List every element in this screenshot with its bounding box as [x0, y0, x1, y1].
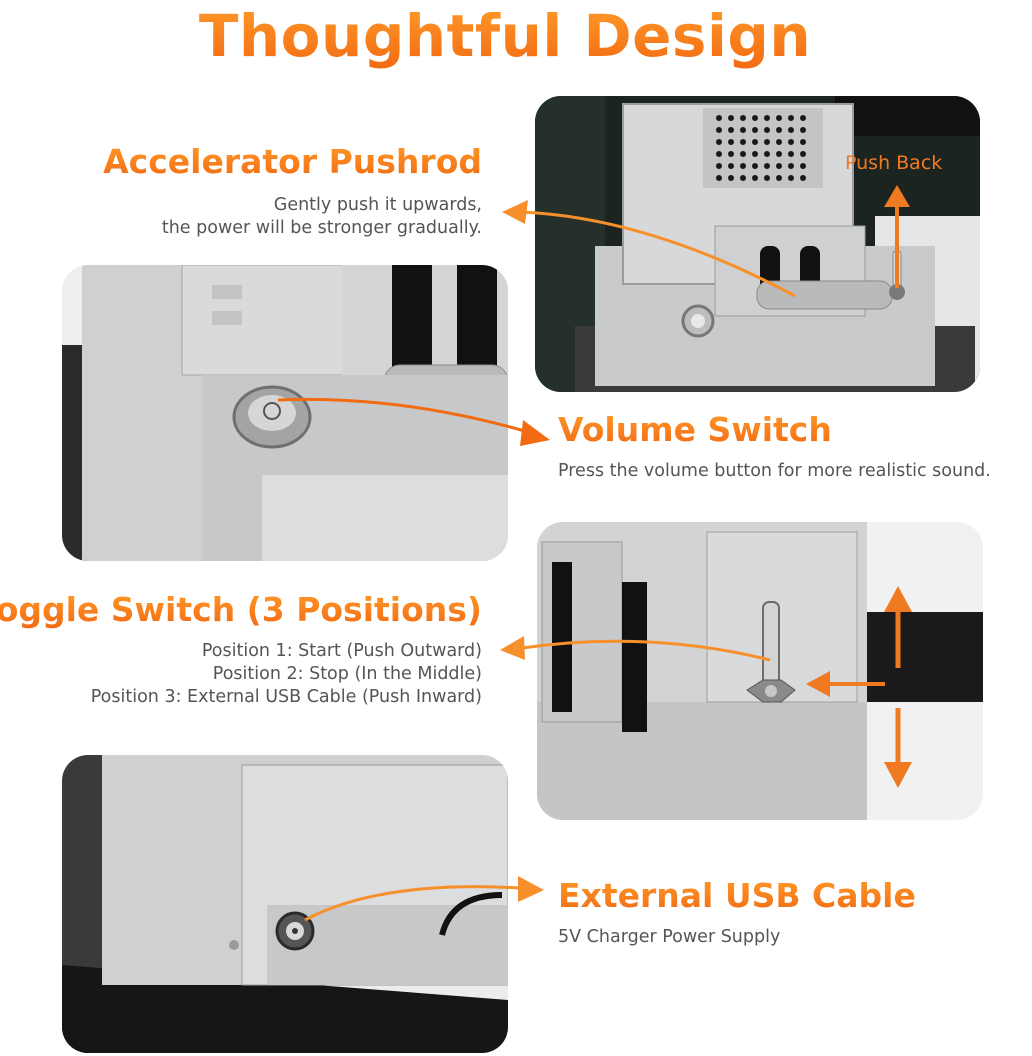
volume-photo	[62, 265, 508, 561]
volume-desc-line: Press the volume button for more realist…	[558, 461, 991, 481]
accelerator-desc-line: Gently push it upwards,	[273, 195, 482, 215]
usb-desc: 5V Charger Power Supply	[558, 926, 780, 949]
volume-heading: Volume Switch	[558, 410, 832, 449]
toggle-desc-line: Position 3: External USB Cable (Push Inw…	[90, 687, 482, 707]
usb-photo	[62, 755, 508, 1053]
toggle-desc-line: Position 1: Start (Push Outward)	[201, 641, 482, 661]
accelerator-photo	[535, 96, 980, 392]
toggle-desc: Position 1: Start (Push Outward) Positio…	[91, 640, 482, 709]
accelerator-desc-line: the power will be stronger gradually.	[161, 218, 482, 238]
usb-desc-line: 5V Charger Power Supply	[558, 927, 781, 947]
volume-desc: Press the volume button for more realist…	[558, 460, 991, 483]
page-title: Thoughtful Design	[0, 2, 1010, 70]
toggle-desc-line: Position 2: Stop (In the Middle)	[212, 664, 482, 684]
usb-heading: External USB Cable	[558, 876, 916, 915]
speaker-grille	[716, 115, 806, 181]
push-back-label: Push Back	[845, 152, 943, 174]
accelerator-heading: Accelerator Pushrod	[103, 142, 482, 181]
toggle-heading: Toggle Switch (3 Positions)	[0, 590, 482, 629]
toggle-photo	[537, 522, 983, 820]
accelerator-desc: Gently push it upwards, the power will b…	[162, 194, 482, 240]
